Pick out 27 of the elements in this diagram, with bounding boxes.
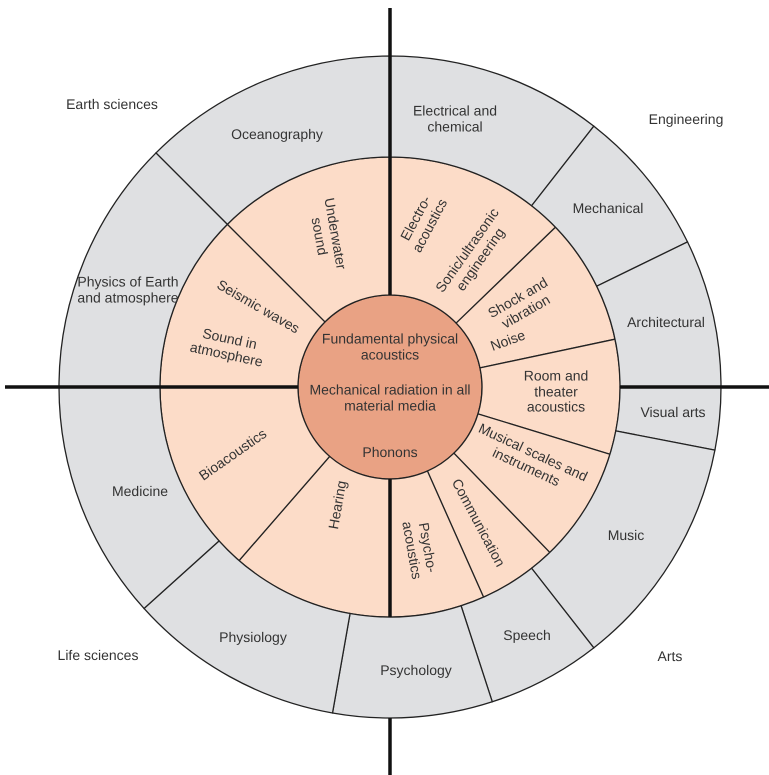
segment-label: Oceanography <box>230 127 324 143</box>
segment-label: Underwater sound <box>308 195 350 273</box>
segment-label: Speech <box>502 628 552 644</box>
segment-label: Mechanical <box>572 201 644 217</box>
segment-label: Medicine <box>110 484 170 500</box>
ring-segment <box>143 540 351 714</box>
segment-label: Psycho- acoustics <box>398 519 441 582</box>
ring-segment <box>332 605 493 718</box>
field-label: Earth sciences <box>65 97 159 113</box>
segment-label: Visual arts <box>639 405 707 421</box>
field-label: Arts <box>656 649 684 665</box>
field-label: Engineering <box>648 112 724 128</box>
segment-label: Hearing <box>324 478 350 532</box>
segment-label: Psychology <box>379 663 453 679</box>
segment-label: Fundamental physical acoustics <box>320 331 460 363</box>
segment-label: Music <box>606 528 646 544</box>
segment-label: Sound in atmosphere <box>188 324 264 372</box>
segment-label: Room and theater acoustics <box>522 368 590 416</box>
ring-segment <box>460 568 594 702</box>
segment-label: Phonons <box>361 445 419 461</box>
segment-label: Noise <box>487 326 528 356</box>
segment-label: Electrical and chemical <box>412 103 498 135</box>
segment-label: Physics of Earth and atmosphere <box>76 274 180 306</box>
field-label: Life sciences <box>56 648 140 664</box>
segment-label: Mechanical radiation in all material media <box>308 382 472 414</box>
segment-label: Physiology <box>218 630 288 646</box>
segment-label: Architectural <box>626 315 706 331</box>
